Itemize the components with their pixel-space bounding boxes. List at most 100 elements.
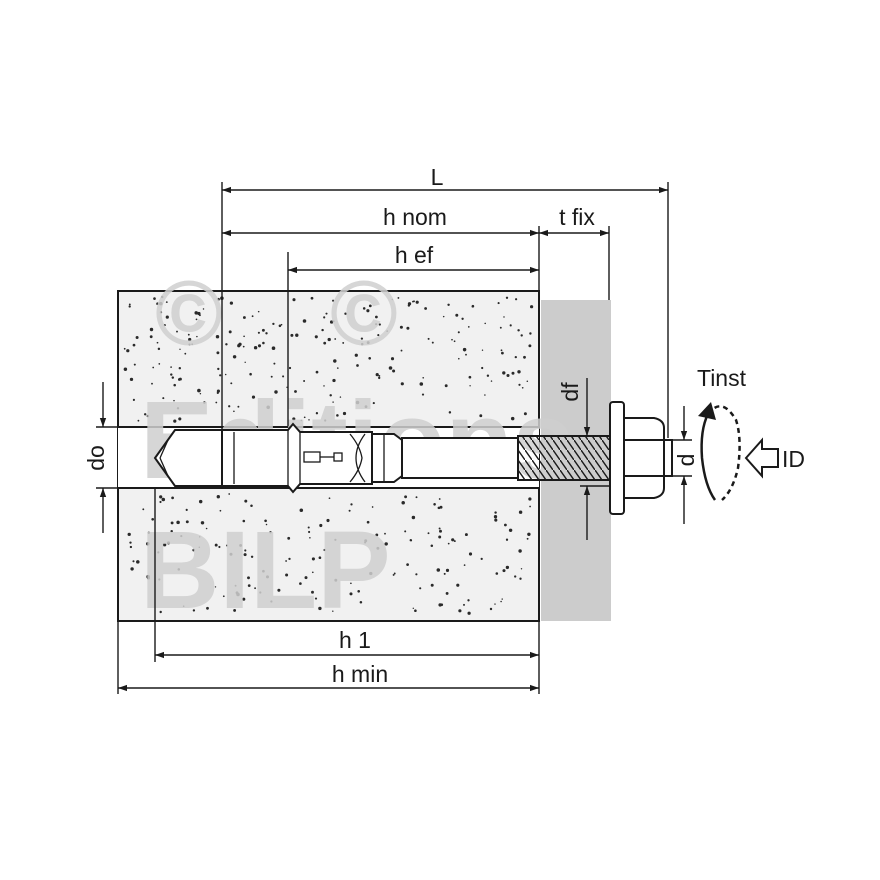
speckle [216,495,220,499]
speckle [527,532,531,537]
speckle [228,493,231,495]
speckle [438,498,441,500]
speckle [354,353,358,357]
speckle [494,518,498,522]
speckle [176,407,180,410]
speckle [323,341,327,345]
speckle [308,530,311,534]
speckle [334,338,337,340]
speckle [453,540,456,543]
speckle [375,373,379,377]
speckle [303,416,306,419]
speckle [170,366,172,368]
speckle [203,401,206,404]
speckle [244,361,246,364]
speckle [520,334,523,337]
speckle [165,301,168,303]
speckle [157,551,160,554]
speckle [443,572,446,575]
speckle [166,541,171,545]
speckle [415,300,419,304]
speckle [128,303,131,306]
speckle [180,535,183,538]
speckle [427,532,430,535]
speckle [336,414,339,417]
speckle [493,515,498,519]
speckle [157,347,161,351]
speckle [526,380,529,382]
speckle [362,307,366,310]
speckle [247,576,250,580]
speckle [468,375,472,379]
speckle [518,510,523,514]
speckle [360,337,364,340]
speckle [366,341,370,345]
speckle [200,521,205,525]
speckle [419,382,424,386]
speckle [142,508,145,511]
speckle [377,334,380,337]
speckle [265,523,268,526]
speckle [257,344,262,348]
speckle [334,538,337,541]
speckle [323,548,326,552]
speckle [153,297,156,300]
speckle [457,331,460,334]
speckle [391,298,394,301]
speckle [151,382,153,385]
speckle [303,380,306,382]
speckle [202,308,205,310]
speckle [179,348,181,350]
speckle [184,352,187,355]
speckle [310,296,314,300]
speckle [314,597,318,600]
speckle [280,323,283,326]
speckle [146,414,150,418]
speckle [517,329,520,332]
speckle [243,553,247,557]
speckle [530,305,534,309]
speckle [523,355,526,359]
speckle [218,545,221,549]
speckle [486,374,490,377]
speckle [523,412,527,416]
speckle [149,327,154,332]
speckle [219,509,222,512]
speckle [465,353,467,356]
speckle [514,355,517,359]
speckle [467,611,471,615]
speckle [400,349,403,352]
speckle [349,592,353,596]
speckle [422,376,425,379]
speckle [159,311,163,314]
speckle [232,355,237,359]
speckle [505,296,509,299]
speckle [170,529,173,533]
speckle [159,495,163,499]
speckle [453,340,456,343]
washer [609,401,625,515]
speckle [304,576,308,580]
speckle [307,526,310,529]
speckle [509,324,512,327]
speckle [519,577,522,580]
speckle [462,347,467,352]
speckle [431,341,434,344]
speckle [500,600,502,603]
speckle [484,394,486,396]
speckle [163,324,166,327]
speckle [508,528,513,533]
concrete-speckles [123,295,534,615]
speckle [421,393,425,396]
speckle [196,335,198,338]
speckle [133,363,136,366]
speckle [528,344,532,348]
copyright-symbol-1: © [155,263,223,365]
speckle [176,520,180,525]
speckle [273,362,276,365]
speckle [162,542,167,547]
speckle [430,583,434,587]
speckle [461,317,464,320]
speckle [319,523,323,528]
